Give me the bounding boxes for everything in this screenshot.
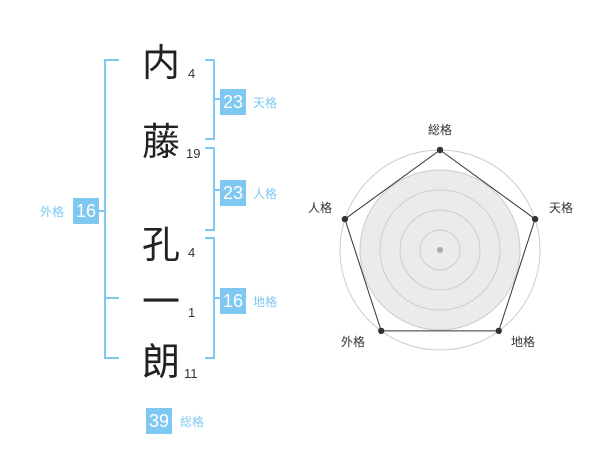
chikaku-value: 16 (220, 288, 246, 314)
stroke-count-4: 1 (188, 305, 196, 320)
radar-point-4 (378, 327, 385, 335)
radar-label-soukaku: 総格 (428, 123, 453, 137)
radar-point-1 (436, 146, 444, 154)
radar-center-dot (437, 247, 443, 253)
stroke-count-2: 19 (186, 146, 201, 161)
soukaku-value: 39 (146, 408, 172, 434)
outer-bracket (104, 59, 119, 359)
radar-label-gaikaku: 外格 (341, 335, 366, 349)
radar-label-chikaku: 地格 (511, 335, 536, 349)
radar-polygon (344, 149, 536, 332)
jinkaku-value: 23 (220, 180, 246, 206)
name-char-1: 内 (142, 41, 181, 85)
stroke-count-5: 11 (184, 366, 198, 381)
chikaku-label: 地格 (253, 295, 278, 309)
stroke-count-3: 4 (188, 245, 196, 260)
radar-label-jinkaku: 人格 (308, 201, 333, 215)
radar-point-2 (531, 215, 539, 223)
name-char-5: 朗 (142, 340, 181, 384)
soukaku-label: 総格 (180, 415, 205, 429)
gaikaku-value: 16 (73, 198, 99, 224)
tenkaku-label: 天格 (253, 96, 278, 110)
gaikaku-label: 外格 (40, 205, 65, 219)
name-char-3: 孔 (142, 223, 181, 267)
tenkaku-value: 23 (220, 89, 246, 115)
name-char-4: 一 (142, 280, 181, 324)
radar-point-5 (341, 215, 349, 223)
radar-label-tenkaku: 天格 (549, 201, 574, 215)
stroke-count-1: 4 (188, 66, 196, 81)
name-char-2: 藤 (142, 120, 181, 164)
jinkaku-label: 人格 (253, 187, 278, 201)
radar-point-3 (495, 327, 502, 335)
